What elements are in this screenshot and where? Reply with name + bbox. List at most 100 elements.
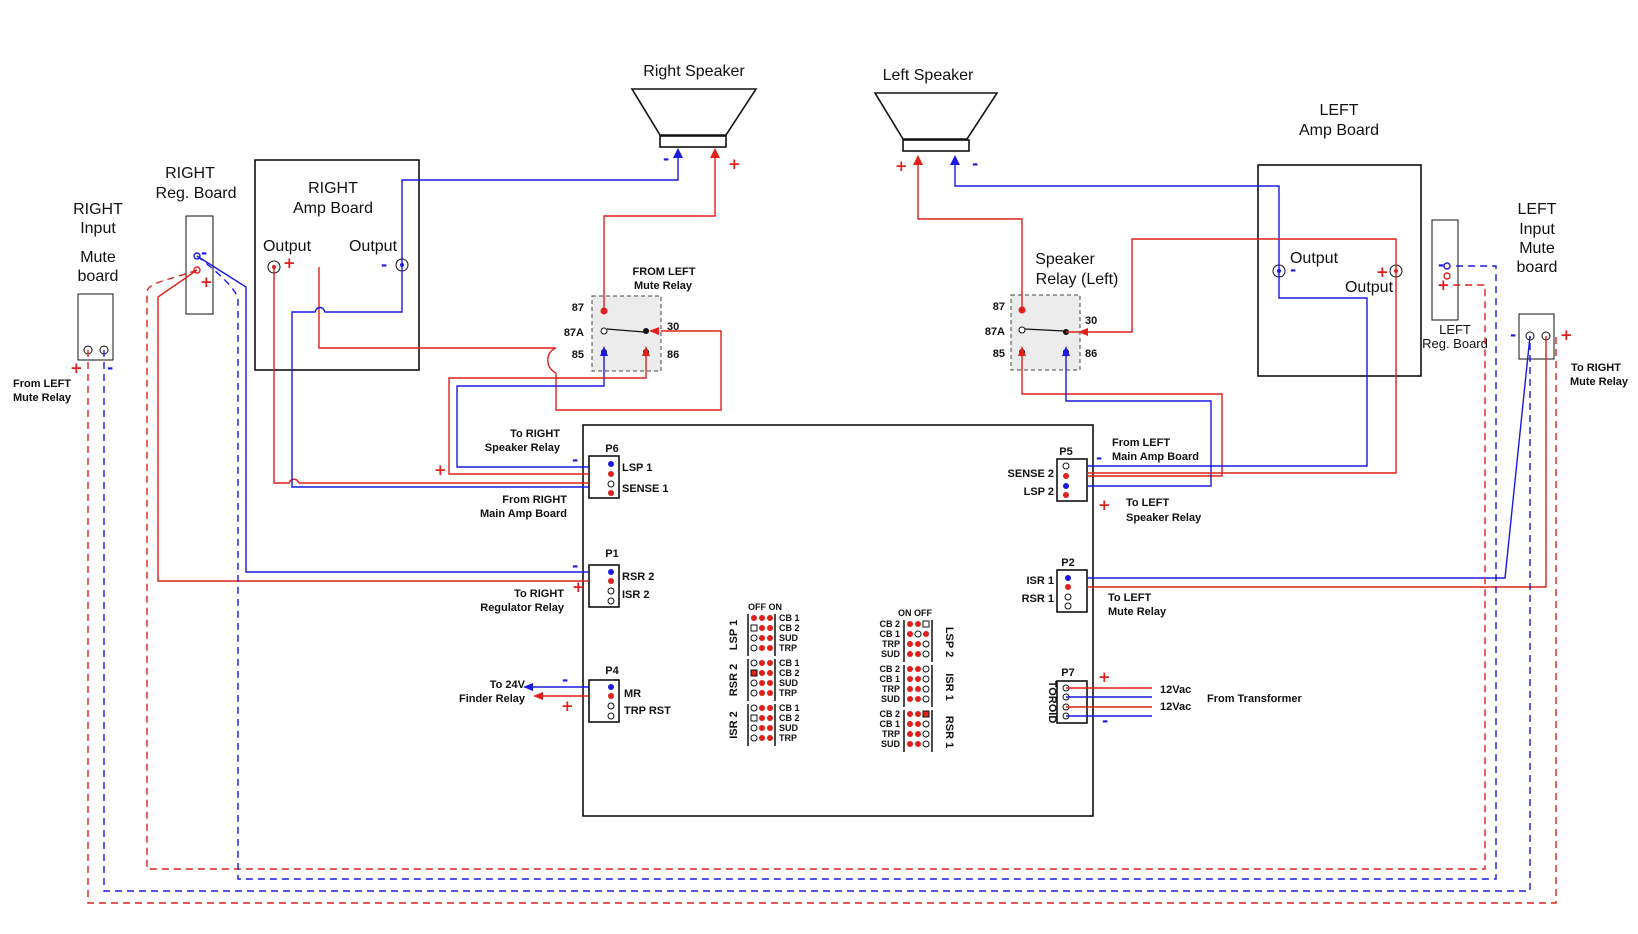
wire-dashed-outer-red — [87, 336, 1557, 904]
left-relay-title-1: Speaker — [1035, 251, 1095, 268]
sign-minus: - — [1510, 326, 1516, 344]
p1-pin-4 — [607, 597, 615, 605]
wire-left-amp-negative — [1087, 271, 1368, 467]
note-to-right-speaker-relay-1: To RIGHT — [510, 428, 560, 440]
left-relay-title-2: Relay (Left) — [1036, 271, 1119, 288]
p4-pin-1 — [608, 684, 614, 690]
dip-left-item: SUD — [779, 633, 799, 643]
note-from-left-mute-2: Mute Relay — [13, 392, 72, 404]
right-relay-title-2: Mute Relay — [634, 280, 693, 292]
dip-right-row: CB 2 — [879, 709, 930, 719]
dip-right-row: TRP — [882, 684, 930, 694]
sign-minus: - — [107, 359, 113, 377]
note-from-left-amp-1: From LEFT — [1112, 437, 1170, 449]
p5-pin-2 — [1063, 473, 1069, 479]
p1-name: P1 — [605, 548, 618, 560]
right-speaker-label: Right Speaker — [643, 63, 745, 80]
sign-minus: - — [1438, 256, 1444, 274]
wire-right-relay-30 — [318, 267, 722, 411]
wire-left-speaker-positive — [917, 157, 1023, 310]
p2-pin-4 — [1064, 602, 1072, 610]
p2-housing — [1056, 569, 1088, 613]
polarity-signs: - + + - + - - + + - - + - + - + - + - + … — [70, 150, 1573, 730]
p4-pin-4 — [607, 712, 615, 720]
left-input-title-2: Input — [1519, 221, 1555, 238]
note-12vac-2: 12Vac — [1160, 701, 1191, 713]
dip-right-row: CB 1 — [879, 629, 929, 639]
dip-left-row: CB 2 — [750, 623, 800, 633]
dip-right-item: TRP — [882, 684, 900, 694]
sign-plus: + — [434, 461, 447, 479]
wire-right-relay-85 — [456, 352, 605, 468]
dip-right-item: TRP — [882, 639, 900, 649]
right-relay-pin-87a: 87A — [564, 327, 584, 339]
dip-left-group-name: ISR 2 — [728, 711, 740, 739]
sign-plus: + — [1560, 326, 1573, 344]
right-reg-title-1: RIGHT — [165, 165, 215, 182]
right-relay-pin-86: 86 — [667, 349, 679, 361]
left-reg-board: LEFT Reg. Board — [1422, 219, 1488, 351]
note-to-left-mute-2: Mute Relay — [1108, 606, 1167, 618]
dip-left-item: CB 2 — [779, 668, 800, 678]
dip-left-row: CB 1 — [751, 613, 800, 623]
left-reg-terminal-plus — [1443, 272, 1451, 280]
note-from-right-amp-2: Main Amp Board — [480, 508, 567, 520]
right-reg-title-2: Reg. Board — [156, 185, 237, 202]
arrow-right-relay-85 — [600, 346, 608, 356]
wire-left-speaker-negative — [954, 157, 1280, 271]
p2-label-isr1: ISR 1 — [1026, 575, 1054, 587]
arrow-right-speaker-positive — [710, 148, 720, 158]
connector-p2: P2 ISR 1 RSR 1 — [1022, 557, 1088, 613]
sign-plus: + — [70, 359, 83, 377]
sign-plus: + — [1098, 496, 1111, 514]
dip-right-row: CB 1 — [879, 674, 930, 684]
note-to-left-speaker-relay-2: Speaker Relay — [1126, 512, 1202, 524]
p1-pin-2 — [608, 578, 614, 584]
left-speaker-magnet — [902, 139, 970, 152]
dip-left-row: TRP — [750, 643, 797, 653]
left-input-board-box — [1518, 313, 1555, 360]
dip-right-item: CB 1 — [879, 674, 900, 684]
right-amp-board: RIGHT Amp Board Output Output — [254, 159, 420, 371]
note-from-transformer: From Transformer — [1207, 693, 1302, 705]
wire-dashed-outer-blue — [103, 336, 1531, 892]
p5-pin-3 — [1063, 483, 1069, 489]
dip-left-row: TRP — [750, 733, 797, 743]
dip-right-item: TRP — [882, 729, 900, 739]
arrow-right-speaker-negative — [673, 148, 683, 158]
wire-right-speaker-negative — [401, 150, 679, 265]
dip-left-header: OFF ON — [748, 602, 782, 612]
dip-right-item: CB 1 — [879, 629, 900, 639]
left-relay-pin-87a: 87A — [985, 326, 1005, 338]
dip-right-group-rsr1: RSR 1 CB 2 CB 1 TRP SUD — [879, 709, 955, 752]
note-to-24v-2: Finder Relay — [459, 693, 526, 705]
sign-plus: + — [283, 254, 296, 272]
left-speaker: Left Speaker — [873, 67, 999, 152]
dip-left-item: CB 1 — [779, 703, 800, 713]
right-input-title-1: RIGHT — [73, 201, 123, 218]
dip-right-row: SUD — [881, 694, 930, 704]
dip-right-item: SUD — [881, 649, 901, 659]
left-amp-title-2: Amp Board — [1299, 122, 1379, 139]
right-input-title-3: Mute — [80, 249, 116, 266]
left-relay-pin-87: 87 — [993, 301, 1005, 313]
left-reg-title-1: LEFT — [1439, 322, 1471, 337]
note-to-left-mute-1: To LEFT — [1108, 592, 1151, 604]
right-reg-terminal-plus — [193, 266, 201, 274]
wire-left-relay-85 — [1021, 352, 1223, 477]
left-speaker-cone — [873, 92, 999, 140]
sign-minus: - — [1102, 712, 1108, 730]
p6-label-sense1: SENSE 1 — [622, 483, 668, 495]
dip-left-group-rsr2: RSR 2 CB 1 CB 2 SUD TRP — [728, 658, 800, 701]
right-amp-board-box — [254, 159, 420, 371]
sign-minus: - — [1290, 261, 1296, 279]
dip-left-row: SUD — [750, 678, 799, 688]
dip-right-item: SUD — [881, 694, 901, 704]
left-input-title-3: Mute — [1519, 240, 1555, 257]
p4-pin-2 — [608, 693, 614, 699]
note-to-right-reg-relay-1: To RIGHT — [514, 588, 564, 600]
arrow-left-speaker-negative — [950, 155, 960, 165]
wire-dashed-inner-red — [146, 269, 1486, 870]
sign-plus: + — [572, 578, 585, 596]
